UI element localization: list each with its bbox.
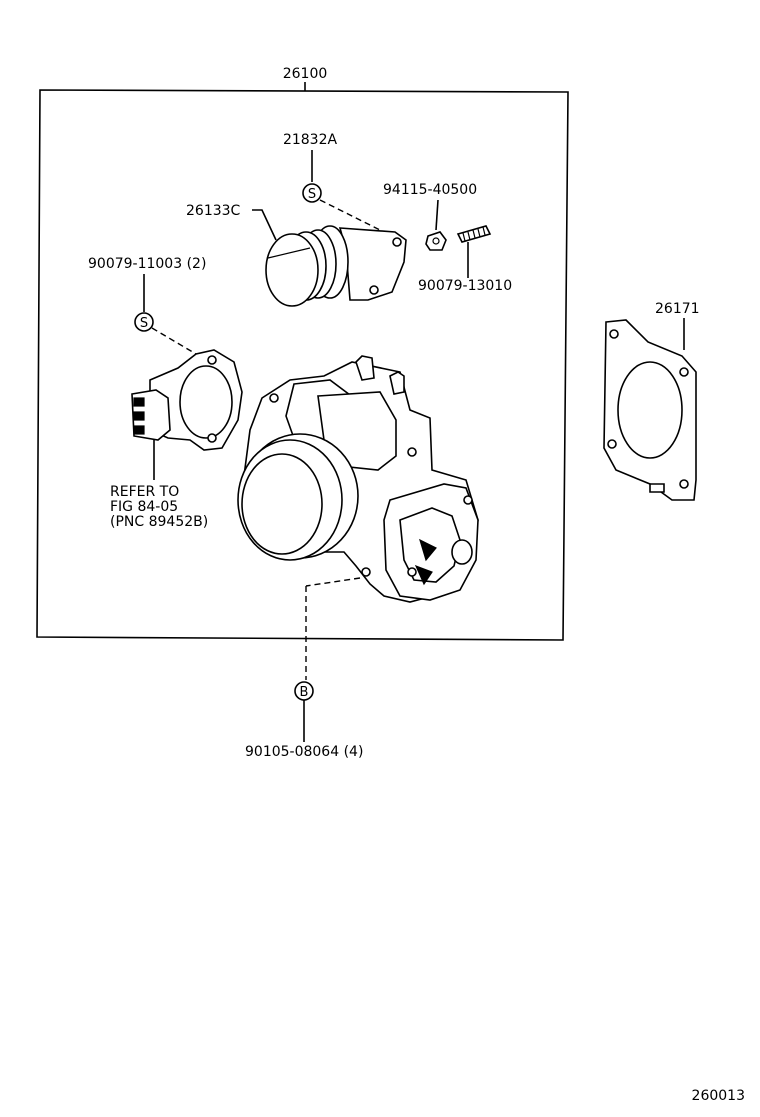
stud-90079-13010 xyxy=(456,225,492,243)
label-90105: 90105-08064 (4) xyxy=(245,744,363,760)
throttle-body xyxy=(237,355,479,603)
label-26133c: 26133C xyxy=(186,203,241,219)
leader-26133c xyxy=(252,209,277,241)
nut-94115 xyxy=(425,231,447,251)
svg-text:S: S xyxy=(308,187,316,202)
label-refer-line1: REFER TO xyxy=(110,484,179,500)
label-90079-13010: 90079-13010 xyxy=(418,278,512,294)
svg-text:S: S xyxy=(140,316,148,331)
label-refer-line2: FIG 84-05 xyxy=(110,499,178,515)
callout-b-bottom: B xyxy=(294,681,314,701)
dashpot-26133c xyxy=(265,225,407,307)
dash-b-angle xyxy=(305,577,361,587)
label-21832a: 21832A xyxy=(283,132,338,148)
throttle-position-sensor xyxy=(131,349,243,451)
label-26100: 26100 xyxy=(283,66,328,82)
callout-s-left: S xyxy=(134,312,154,332)
label-94115: 94115-40500 xyxy=(383,182,477,198)
label-90079-11003: 90079-11003 (2) xyxy=(88,256,206,272)
dash-s-left xyxy=(151,327,197,355)
svg-text:B: B xyxy=(300,685,309,700)
gasket-26171 xyxy=(603,319,697,501)
label-26171: 26171 xyxy=(655,301,700,317)
leader-94115 xyxy=(435,199,439,231)
label-refer-line3: (PNC 89452B) xyxy=(110,514,208,530)
assembly-frame xyxy=(36,89,569,641)
dash-s-top xyxy=(319,199,393,237)
figure-number: 260013 xyxy=(692,1088,745,1104)
callout-s-top: S xyxy=(302,183,322,203)
